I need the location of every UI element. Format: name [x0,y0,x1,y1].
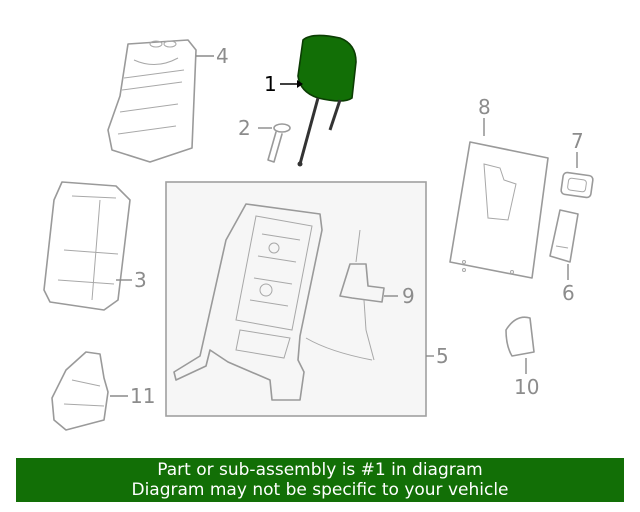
part-2-headrest-guide[interactable] [267,123,291,163]
part-7-release-button[interactable] [560,171,594,199]
part-8-back-panel[interactable] [449,141,549,279]
callout-1: 1 [264,72,277,96]
part-6-bezel[interactable] [549,209,579,263]
callout-10: 10 [514,375,539,399]
part-4-seatback-panel[interactable] [107,39,197,163]
part-3-seatback-cushion[interactable] [43,181,131,311]
part-11-trim-bracket[interactable] [51,351,109,431]
callout-2: 2 [238,116,251,140]
part-10-cover[interactable] [505,316,535,357]
callout-9: 9 [402,284,415,308]
part-1-headrest[interactable] [297,34,357,167]
part-5-frame-box [165,181,427,417]
callout-3: 3 [134,268,147,292]
callout-4: 4 [216,44,229,68]
callout-6: 6 [562,281,575,305]
callout-11: 11 [130,384,155,408]
part-5-seat-frame[interactable] [173,203,323,401]
callout-8: 8 [478,95,491,119]
banner-line-2: Diagram may not be specific to your vehi… [131,480,509,500]
callout-7: 7 [571,129,584,153]
info-banner: Part or sub-assembly is #1 in diagram Di… [16,458,624,502]
banner-line-1: Part or sub-assembly is #1 in diagram [157,460,483,480]
part-9-recliner[interactable] [305,229,385,361]
callout-5: 5 [436,344,449,368]
